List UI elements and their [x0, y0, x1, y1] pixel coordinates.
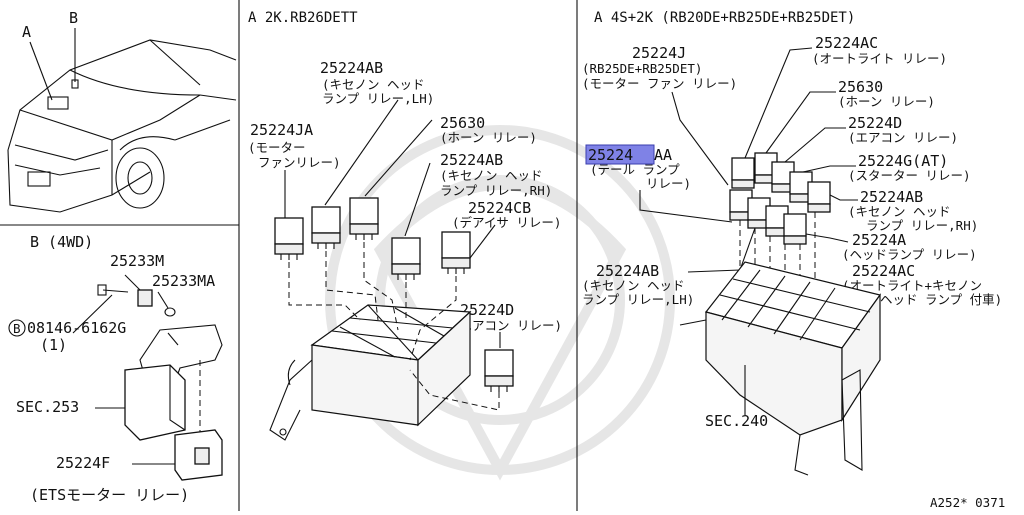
sec-240-label: SEC.240: [705, 412, 768, 430]
a4s-25224aa-desc2: リレー): [646, 176, 691, 191]
a4s-25224aa-desc1: (テール ランプ: [590, 162, 680, 177]
a4s-25224ab-rh-desc1: (キセノン ヘッド: [848, 204, 951, 219]
a2k-25224ja-desc1: (モーター: [248, 140, 306, 155]
relay-2k-cb: [441, 231, 471, 274]
a4s-25224aa-number-highlighted: 25224: [588, 146, 633, 164]
a4s-25224ac2-desc1: (オートライト+キセノン: [842, 278, 982, 293]
drawing-reference: A252* 0371: [930, 495, 1005, 510]
a4s-25224ab-lh-desc1: (キセノン ヘッド: [582, 278, 685, 293]
panel-a2k-title: A 2K.RB26DETT: [248, 10, 358, 26]
ets-relay-caption: (ETSモーター リレー): [30, 486, 189, 504]
relay-2k-horn: [349, 197, 379, 240]
relay-4s-ac: [731, 157, 755, 189]
a4s-25224ab-rh-desc2: ランプ リレー,RH): [866, 218, 978, 233]
a2k-25630-number: 25630: [440, 114, 485, 132]
relay-4s-ab-rh: [807, 181, 831, 213]
relay-4s-a: [783, 213, 807, 245]
relay-2k-ab-rh: [391, 237, 421, 280]
a2k-25224ab-rh-number: 25224AB: [440, 151, 503, 169]
part-25233ma: 25233MA: [152, 272, 215, 290]
a2k-relays: [274, 197, 514, 392]
part-25233m: 25233M: [110, 252, 164, 270]
a4s-25224j-number: 25224J: [632, 44, 686, 62]
a4s-25224ac-desc: (オートライト リレー): [812, 51, 947, 66]
sec-253-label: SEC.253: [16, 398, 79, 416]
a4s-25224a-number: 25224A: [852, 231, 906, 249]
a2k-leaders: [284, 99, 501, 348]
a4s-25224ab-lh-desc2: ランプ リレー,LH): [582, 292, 694, 307]
a2k-25224ab-lh-desc2: ランプ リレー,LH): [322, 91, 434, 106]
a2k-fuse-box: [269, 304, 472, 441]
panel-a4s-title: A 4S+2K (RB20DE+RB25DE+RB25DET): [594, 10, 855, 26]
a4s-fuse-box: [679, 261, 882, 476]
a4s-25224g-number: 25224G(AT): [858, 152, 948, 170]
a4s-25224j-desc1: (RB25DE+RB25DET): [582, 61, 702, 76]
relay-2k-ab-lh: [311, 206, 341, 249]
bolt-circle-icon: [8, 319, 26, 337]
a2k-25224ab-lh-number: 25224AB: [320, 59, 383, 77]
a2k-25224cb-number: 25224CB: [468, 199, 531, 217]
car-illustration: [7, 39, 237, 213]
a2k-25224d-desc: (エアコン リレー): [452, 318, 562, 333]
a4s-relay-cluster: [729, 152, 831, 245]
a4s-leaders: [639, 47, 858, 273]
a4s-25224ab-rh-number: 25224AB: [860, 188, 923, 206]
bracket-assembly: [72, 274, 223, 481]
a4s-25224d-number: 25224D: [848, 114, 902, 132]
a4s-25224a-desc: (ヘッドランプ リレー): [842, 247, 977, 262]
a4s-25224aa-suffix: AA: [654, 146, 672, 164]
a4s-25224ac-number: 25224AC: [815, 34, 878, 52]
relay-4s-g: [789, 171, 813, 203]
bolt-circle-letter: B: [13, 321, 21, 336]
a4s-25224ac2-number: 25224AC: [852, 262, 915, 280]
a2k-25224d-number: 25224D: [460, 301, 514, 319]
a2k-25224ab-rh-desc1: (キセノン ヘッド: [440, 168, 543, 183]
a2k-25630-desc: (ホーン リレー): [440, 130, 537, 145]
car-label-b: B: [69, 9, 78, 27]
a4s-25224ac2-desc2: ヘッド ランプ 付車): [880, 292, 1002, 307]
a2k-dashed-guides: [288, 242, 500, 411]
part-25224f: 25224F: [56, 454, 110, 472]
relay-2k-ja: [274, 217, 304, 260]
relay-2k-d: [484, 349, 514, 392]
a2k-25224ab-lh-desc1: (キセノン ヘッド: [322, 77, 425, 92]
a4s-25224j-desc2: (モーター ファン リレー): [582, 76, 737, 91]
a4s-25630-number: 25630: [838, 78, 883, 96]
a2k-25224ja-number: 25224JA: [250, 121, 313, 139]
a4s-25224g-desc: (スターター リレー): [848, 168, 971, 183]
a2k-25224ab-rh-desc2: ランプ リレー,RH): [440, 183, 552, 198]
car-label-a: A: [22, 23, 31, 41]
a4s-25224aa-highlight: [585, 144, 655, 165]
bolt-quantity: (1): [40, 336, 67, 354]
panel-b-title: B (4WD): [30, 233, 93, 251]
a2k-25224ja-desc2: ファンリレー): [258, 155, 341, 170]
a4s-25630-desc: (ホーン リレー): [838, 94, 935, 109]
a4s-25224d-desc: (エアコン リレー): [848, 130, 958, 145]
a4s-25224ab-lh-number: 25224AB: [596, 262, 659, 280]
part-bolt-08146: 08146-6162G: [27, 319, 126, 337]
a2k-25224cb-desc: (デアイサ リレー): [452, 215, 561, 230]
